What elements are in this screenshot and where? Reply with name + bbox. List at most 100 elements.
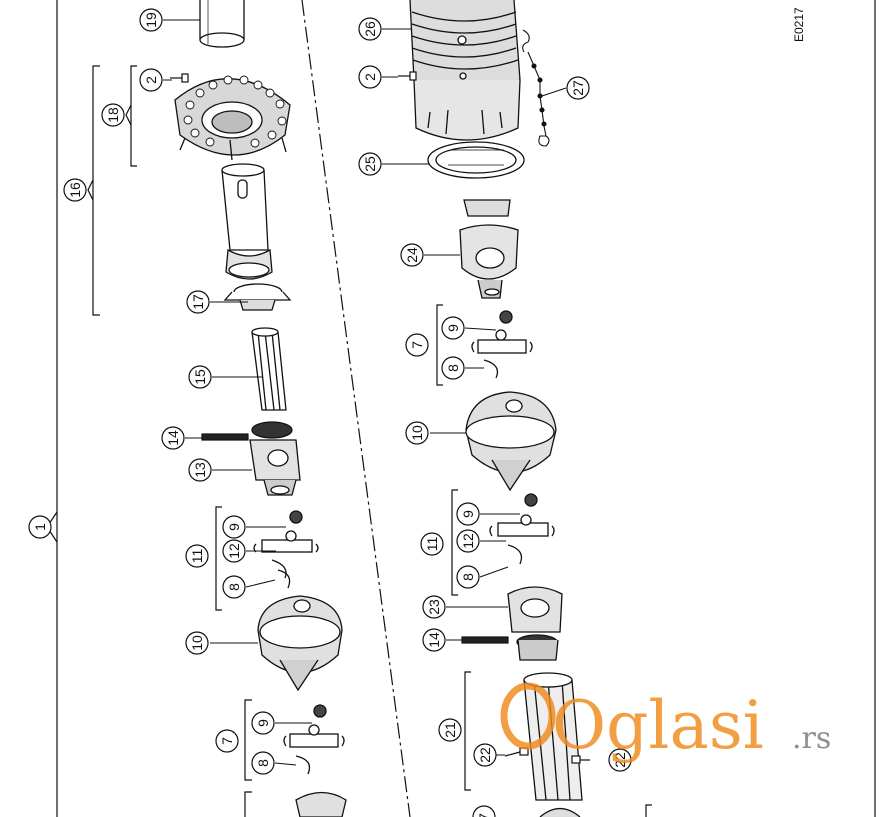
watermark-suffix: .rs xyxy=(792,721,831,756)
callout-16: 16 xyxy=(63,178,87,202)
callout-18: 18 xyxy=(101,103,125,127)
callout-label: 26 xyxy=(362,21,378,37)
part-14-pin-left xyxy=(201,433,249,441)
callout-label: 8 xyxy=(226,583,242,591)
part-7-cross-kit-right xyxy=(471,310,533,379)
callout-9: 9 xyxy=(222,515,246,539)
callout-2: 2 xyxy=(139,68,163,92)
callout-label: 10 xyxy=(409,425,425,441)
leader-lines xyxy=(163,19,567,766)
callout-15: 15 xyxy=(188,365,212,389)
callout-label: 9 xyxy=(255,719,271,727)
watermark-text: Oglasi xyxy=(552,687,764,764)
callout-label: 22 xyxy=(477,747,493,763)
callout-label: 11 xyxy=(189,549,205,564)
callout-23: 23 xyxy=(422,595,446,619)
callout-label: 18 xyxy=(105,107,121,123)
callout-19: 19 xyxy=(139,8,163,32)
callout-label: 7 xyxy=(476,813,492,817)
watermark-logo: Oglasi .rs xyxy=(500,682,831,764)
callout-label: 14 xyxy=(165,430,181,446)
part-18-shield-cone xyxy=(174,75,291,161)
callout-label: 24 xyxy=(404,247,420,263)
drawing-code: E0217 xyxy=(792,7,806,42)
callout-22: 22 xyxy=(608,748,632,772)
callout-10: 10 xyxy=(405,421,429,445)
callout-label: 8 xyxy=(460,573,476,581)
callout-24: 24 xyxy=(400,243,424,267)
part-21-inner-profile xyxy=(523,672,583,801)
callout-label: 7 xyxy=(219,737,235,745)
callout-label: 9 xyxy=(460,510,476,518)
part-11-cross-kit-left xyxy=(253,510,319,589)
callout-26: 26 xyxy=(358,17,382,41)
callout-2: 2 xyxy=(358,65,382,89)
callout-label: 25 xyxy=(362,156,378,172)
callout-label: 13 xyxy=(192,462,208,478)
part-7-cross-kit-left xyxy=(283,704,345,775)
callout-7: 7 xyxy=(405,333,429,357)
part-27-chain xyxy=(522,29,550,147)
part-25-outer-cone xyxy=(413,79,525,179)
callout-9: 9 xyxy=(251,711,275,735)
orange-orbit-icon xyxy=(500,682,556,750)
callouts: 1 2 2 7 7 7 8 8 xyxy=(28,8,632,817)
callout-label: 8 xyxy=(255,759,271,767)
callout-label: 9 xyxy=(226,523,242,531)
callout-11: 11 xyxy=(185,544,209,568)
part-bottom-yoke-left xyxy=(295,791,347,817)
callout-12: 12 xyxy=(456,529,480,553)
callout-label: 1 xyxy=(32,523,48,531)
part-22-grease-nipples xyxy=(504,747,590,764)
callout-label: 7 xyxy=(409,341,425,349)
callout-label: 21 xyxy=(442,722,458,738)
callout-label: 27 xyxy=(570,80,586,96)
callout-label: 8 xyxy=(445,364,461,372)
callout-21: 21 xyxy=(438,718,462,742)
part-10-flange-left xyxy=(257,595,343,692)
callout-17: 17 xyxy=(186,290,210,314)
callout-8: 8 xyxy=(441,356,465,380)
part-2-screw-left xyxy=(170,73,189,83)
callout-13: 13 xyxy=(188,458,212,482)
callout-9: 9 xyxy=(456,502,480,526)
callout-10: 10 xyxy=(185,631,209,655)
callout-label: 17 xyxy=(190,294,206,310)
callout-label: 2 xyxy=(143,76,159,84)
callout-label: 12 xyxy=(226,543,242,559)
callout-label: 23 xyxy=(426,599,442,615)
callout-8: 8 xyxy=(251,751,275,775)
part-bottom-right xyxy=(539,807,581,817)
callout-11: 11 xyxy=(420,532,444,556)
callout-label: 11 xyxy=(424,537,440,552)
callout-label: 12 xyxy=(460,533,476,549)
part-23-yoke-right xyxy=(507,586,563,661)
callout-8: 8 xyxy=(456,565,480,589)
part-14-pin-right xyxy=(461,636,509,644)
callout-7: 7 xyxy=(472,805,496,817)
callout-12: 12 xyxy=(222,539,246,563)
part-15-profile-tube xyxy=(251,327,287,411)
callout-1: 1 xyxy=(28,515,52,539)
callout-14: 14 xyxy=(161,426,185,450)
structure-lines xyxy=(46,0,876,817)
callout-8: 8 xyxy=(222,575,246,599)
callout-22: 22 xyxy=(473,743,497,767)
part-16-inner-tube xyxy=(221,163,273,280)
callout-label: 22 xyxy=(612,752,628,768)
callout-label: 15 xyxy=(192,369,208,385)
part-2-screw-right xyxy=(398,71,417,81)
part-24-guard-yoke xyxy=(459,199,519,299)
callout-25: 25 xyxy=(358,152,382,176)
part-11-cross-kit-right xyxy=(489,493,555,565)
part-13-yoke xyxy=(249,421,301,496)
callout-7: 7 xyxy=(215,729,239,753)
callout-label: 19 xyxy=(143,12,159,28)
part-17-bearing-ring xyxy=(223,283,292,311)
callout-label: 16 xyxy=(67,182,83,198)
callout-14: 14 xyxy=(422,628,446,652)
part-10-flange-right xyxy=(465,391,557,492)
callout-label: 9 xyxy=(445,324,461,332)
callout-label: 2 xyxy=(362,73,378,81)
